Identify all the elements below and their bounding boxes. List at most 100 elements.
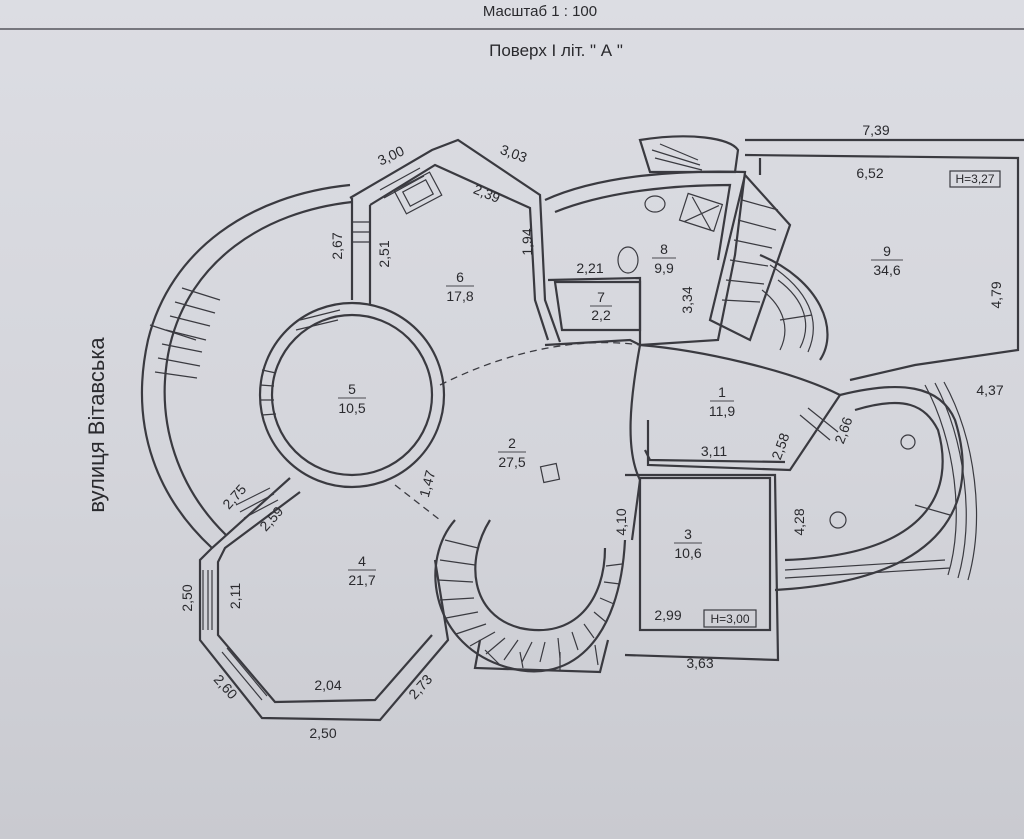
dim-4-37: 4,37 (976, 382, 1003, 398)
dim-7-39: 7,39 (862, 122, 889, 138)
room-area: 27,5 (498, 454, 525, 470)
curved-steps-lines (761, 264, 814, 353)
fireplace-inner (401, 179, 435, 207)
room-number: 1 (718, 384, 726, 400)
dim-4-79: 4,79 (988, 281, 1004, 308)
room9-height: H=3,27 (955, 172, 994, 186)
window-4-left (202, 570, 213, 630)
room5-inner-wall (270, 313, 434, 477)
straight-stair (708, 172, 792, 342)
room-area: 2,2 (591, 307, 611, 323)
room-area: 34,6 (873, 262, 900, 278)
porch-outer-wall (140, 183, 351, 549)
room-area: 21,7 (348, 572, 375, 588)
window-6-left (352, 221, 370, 243)
column-marker (539, 462, 561, 484)
dim-2-73: 2,73 (405, 671, 435, 702)
dim-2-59: 2,59 (256, 503, 286, 534)
dim-2-04: 2,04 (314, 677, 341, 693)
room9-height-box (949, 170, 1001, 188)
curved-steps-outer (759, 253, 829, 361)
dim-4-10: 4,10 (613, 508, 629, 535)
terrace-outer-wall (774, 385, 964, 592)
hall-right-wall (629, 344, 642, 541)
shower-fixture (678, 192, 724, 232)
dim-3-34: 3,34 (679, 286, 695, 313)
straight-stair-treads (721, 199, 779, 303)
room5-windows (259, 309, 341, 416)
room-number: 2 (508, 435, 516, 451)
terrace-door (799, 407, 839, 441)
room3-outer-wall (624, 473, 780, 662)
sink-fixture (644, 195, 666, 213)
room-number: 8 (660, 241, 668, 257)
room-label-8: 8 9,9 (652, 241, 676, 276)
dim-1-47: 1,47 (416, 468, 439, 499)
room3-inner-wall (638, 476, 772, 632)
room-area: 9,9 (654, 260, 674, 276)
fireplace-box (393, 171, 443, 215)
room3-height-box (703, 609, 757, 628)
window-4-nw (235, 487, 279, 519)
room4-inner-wall (216, 491, 433, 704)
room-number: 3 (684, 526, 692, 542)
stair-outer-wall (434, 519, 627, 673)
dim-2-58: 2,58 (768, 431, 792, 462)
curved-steps-arrow (779, 314, 813, 321)
porch-inner-wall (163, 200, 353, 536)
terrace-arrow (914, 504, 951, 516)
porch-steps (154, 287, 221, 379)
room6-outer-wall (349, 138, 562, 343)
dim-3-03: 3,03 (498, 141, 529, 165)
stair-inner-wall (474, 519, 607, 632)
stair-landing (473, 639, 610, 674)
room-area: 10,5 (338, 400, 365, 416)
door-2-4 (394, 484, 441, 521)
room1-lower-wall (644, 449, 786, 464)
floor-title: Поверх I літ. " А " (489, 41, 623, 60)
room9-wall (744, 138, 1024, 382)
dim-3-00: 3,00 (375, 142, 407, 168)
room4-outer-wall (198, 477, 450, 722)
terrace-column-2 (829, 511, 847, 529)
dim-2-50-bottom: 2,50 (309, 725, 336, 741)
room-label-2: 2 27,5 (498, 435, 526, 470)
room-label-6: 6 17,8 (446, 269, 474, 304)
room-label-3: 3 10,6 (674, 526, 702, 561)
room8-inner-wall (554, 183, 732, 261)
room-label-9: 9 34,6 (871, 243, 903, 278)
room-number: 5 (348, 381, 356, 397)
room6-left-wall (350, 198, 372, 305)
stair-treads (437, 539, 623, 663)
room-label-7: 7 2,2 (590, 289, 612, 323)
room8-wall (544, 170, 747, 347)
top-stair-wall (638, 135, 740, 174)
room6-inner-wall (369, 163, 550, 341)
room1-wall (639, 343, 842, 472)
room-number: 9 (883, 243, 891, 259)
dim-2-66: 2,66 (831, 415, 855, 446)
terrace-steps (784, 381, 978, 581)
room-number: 7 (597, 289, 605, 305)
room-number: 4 (358, 553, 366, 569)
room-area: 10,6 (674, 545, 701, 561)
room-label-5: 5 10,5 (338, 381, 366, 416)
dim-2-99: 2,99 (654, 607, 681, 623)
window-6-top (379, 167, 425, 199)
street-label: вулиця Вітавська (84, 337, 109, 513)
room-label-1: 1 11,9 (709, 384, 735, 419)
porch-arrow (149, 324, 197, 341)
room-label-4: 4 21,7 (348, 553, 376, 588)
hall-top-wall (544, 338, 641, 347)
dim-2-60: 2,60 (211, 671, 241, 702)
dim-3-63: 3,63 (686, 655, 713, 671)
room3-height: H=3,00 (710, 612, 749, 626)
dim-1-94: 1,94 (519, 228, 535, 255)
shower-cross (684, 196, 720, 231)
dim-2-39: 2,39 (471, 181, 502, 206)
hall-dashed-boundary (439, 341, 641, 386)
landing-marks (484, 644, 599, 670)
top-stair-treads (651, 143, 703, 171)
